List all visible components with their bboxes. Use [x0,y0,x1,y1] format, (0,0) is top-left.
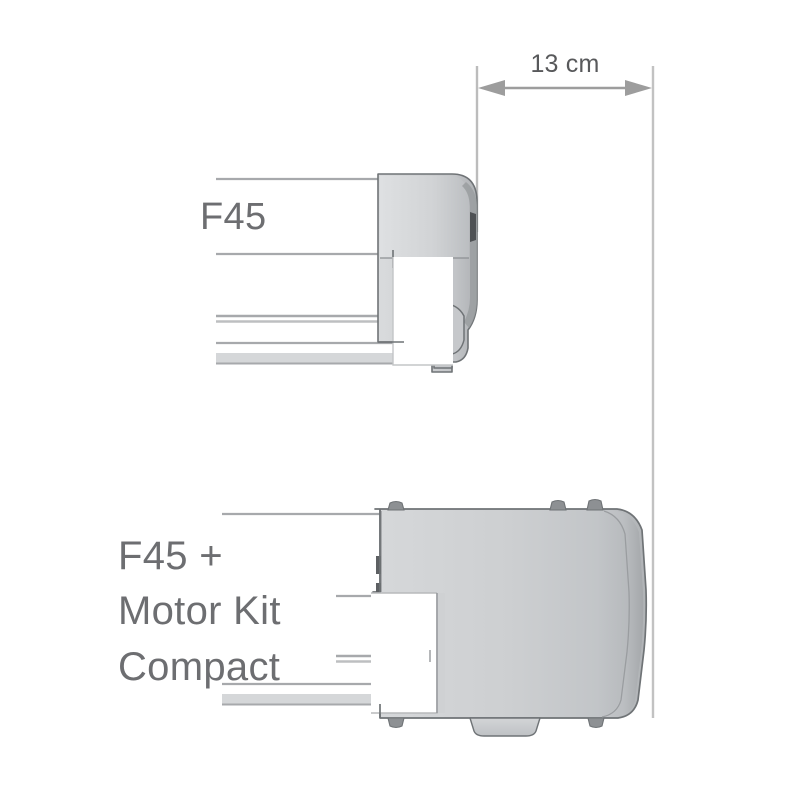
lower-white-panel [371,593,437,713]
lower-bottom-nub-right-icon [587,717,605,729]
dimension-group: 13 cm [475,50,655,718]
lower-top-nub-left-icon [387,500,405,511]
upper-white-panel-outline [392,257,453,366]
lower-left-tab-upper-icon [376,556,381,574]
lower-unit-label-line2: Motor Kit [118,589,281,633]
lower-bottom-nub-left-icon [387,717,405,729]
lower-case-notch-fill [437,593,445,713]
lower-top-nub-mid-icon [549,499,567,511]
lower-unit-label-line3: Compact [118,645,280,689]
dimension-label: 13 cm [530,50,599,78]
lower-rail-band [222,694,424,704]
lower-case-bulge-seam [601,510,630,718]
upper-case-top-face [380,176,469,258]
lower-case-right-shading [600,510,644,717]
upper-case-latch-icon [470,212,476,242]
upper-unit-label: F45 [200,196,266,238]
upper-assembly: F45 [200,173,478,373]
upper-white-panel [393,257,453,365]
lower-top-nub-right-icon [586,498,604,511]
lower-left-tab-lower-icon [376,583,381,592]
lower-bottom-foot-icon [469,717,541,737]
dimension-arrowhead-right [625,80,652,96]
dimension-arrowhead-left [478,80,505,96]
lower-unit-label-line1: F45 + [118,534,223,578]
lower-assembly: F45 + Motor Kit Compact [118,498,648,737]
upper-rail-band [216,353,409,363]
